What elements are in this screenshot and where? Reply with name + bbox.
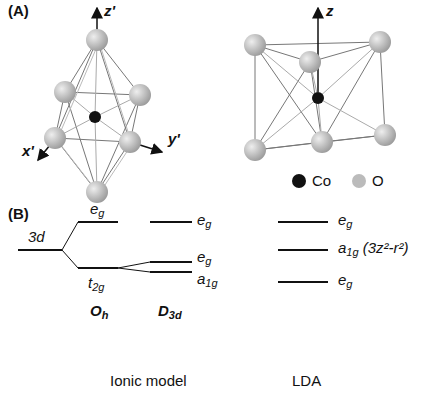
symmetry-label: D3d (158, 302, 182, 324)
model-label: LDA (292, 372, 321, 390)
atoms (244, 31, 396, 161)
octahedron (55, 40, 140, 194)
axis-label: z (326, 2, 334, 20)
splitting-lines (62, 222, 150, 272)
panel-label: (A) (8, 2, 29, 20)
axis-label: z' (104, 2, 115, 20)
level-label: a1g (3z²-r²) (338, 239, 409, 261)
level-label: eg (338, 211, 352, 233)
legend-text: O (372, 172, 384, 190)
symmetry-label: Oh (90, 302, 108, 324)
axis-arrows (38, 8, 162, 160)
panel-label: (B) (8, 205, 29, 223)
legend-swatch (352, 174, 366, 188)
model-label: Ionic model (110, 372, 187, 390)
legend-text: Co (312, 172, 331, 190)
orbital-label: 3d (28, 228, 45, 246)
axis-arrow (317, 8, 319, 92)
level-label: eg (197, 211, 211, 233)
level-label: eg (338, 271, 352, 293)
level-label: eg (90, 200, 104, 222)
level-label: a1g (197, 270, 218, 292)
atoms (44, 29, 151, 203)
legend-swatch (292, 174, 306, 188)
level-label: eg (197, 248, 211, 270)
axis-label: y' (168, 130, 180, 148)
level-label: t2g (88, 274, 104, 296)
axis-label: x' (22, 142, 34, 160)
energy-levels (18, 222, 328, 282)
